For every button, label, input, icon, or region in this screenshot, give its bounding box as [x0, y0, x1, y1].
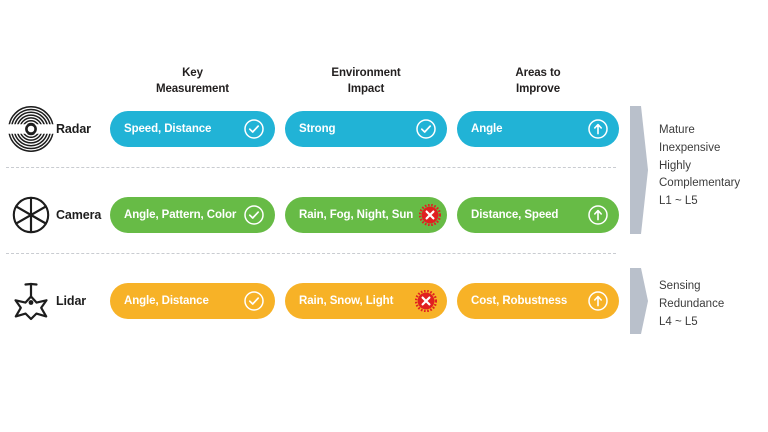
pill-radar-areas-to-improve[interactable]: Angle	[457, 111, 619, 147]
pill-label: Cost, Robustness	[471, 295, 568, 307]
sensor-label-lidar: Lidar	[56, 294, 87, 308]
lidar-burst-icon	[8, 278, 54, 324]
pill-label: Angle, Distance	[124, 295, 209, 307]
row-divider	[6, 253, 616, 254]
sensor-label-camera: Camera	[56, 208, 102, 222]
arrow-up-circle-icon	[587, 204, 609, 226]
callout-mature: Mature Inexpensive Highly Complementary …	[659, 122, 765, 211]
callout-line: Complementary	[659, 177, 741, 190]
pill-label: Angle, Pattern, Color	[124, 209, 237, 221]
pill-radar-key-measurement[interactable]: Speed, Distance	[110, 111, 275, 147]
callout-line: Sensing	[659, 280, 701, 292]
pill-label: Rain, Snow, Light	[299, 295, 394, 307]
pill-radar-environment-impact[interactable]: Strong	[285, 111, 447, 147]
camera-aperture-icon	[8, 192, 54, 238]
table-row: Camera Angle, Pattern, Color Rain, Fog, …	[0, 192, 768, 238]
arrow-up-circle-icon	[587, 118, 609, 140]
pill-camera-key-measurement[interactable]: Angle, Pattern, Color	[110, 197, 275, 233]
x-circle-icon	[415, 290, 437, 312]
pill-label: Strong	[299, 123, 336, 135]
check-circle-icon	[243, 204, 265, 226]
radar-waves-icon	[8, 106, 54, 152]
callout-line: Mature	[659, 124, 695, 136]
pill-label: Angle	[471, 123, 503, 135]
arrow-up-circle-icon	[587, 290, 609, 312]
table-row: Lidar Angle, Distance Rain, Snow, Light …	[0, 278, 768, 324]
x-circle-icon	[419, 204, 442, 226]
callout-line: Inexpensive	[659, 141, 721, 154]
pill-lidar-areas-to-improve[interactable]: Cost, Robustness	[457, 283, 619, 319]
sensor-label-radar: Radar	[56, 122, 91, 136]
callout-line: L1 ~ L5	[659, 195, 698, 208]
callout-line: L4 ~ L5	[659, 315, 698, 328]
callout-arrow-lower	[628, 268, 650, 334]
column-header-environment-impact: Environment Impact	[331, 67, 401, 95]
column-header-key-measurement: Key Measurement	[155, 67, 230, 95]
column-header-areas-to-improve: Areas to Improve	[515, 67, 561, 95]
check-circle-icon	[243, 118, 265, 140]
pill-label: Speed, Distance	[124, 123, 212, 135]
callout-arrow-upper	[628, 106, 650, 234]
table-row: Radar Speed, Distance Strong Angle	[0, 106, 768, 152]
check-circle-icon	[415, 118, 437, 140]
pill-camera-areas-to-improve[interactable]: Distance, Speed	[457, 197, 619, 233]
pill-label: Rain, Fog, Night, Sun	[299, 209, 414, 221]
row-divider	[6, 167, 616, 168]
pill-camera-environment-impact[interactable]: Rain, Fog, Night, Sun	[285, 197, 447, 233]
check-circle-icon	[243, 290, 265, 312]
callout-sensing-redundance: Sensing Redundance L4 ~ L5	[659, 278, 765, 331]
pill-lidar-environment-impact[interactable]: Rain, Snow, Light	[285, 283, 447, 319]
pill-lidar-key-measurement[interactable]: Angle, Distance	[110, 283, 275, 319]
callout-line: Highly	[659, 159, 691, 172]
pill-label: Distance, Speed	[471, 209, 559, 221]
callout-line: Redundance	[659, 297, 725, 310]
